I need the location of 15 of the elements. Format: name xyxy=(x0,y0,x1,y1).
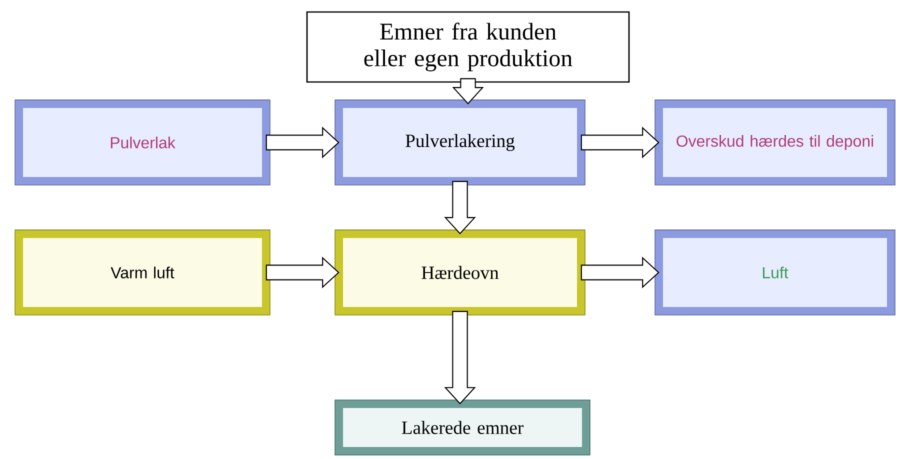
input-box: Varm luft xyxy=(14,230,270,316)
block-arrow xyxy=(580,256,660,288)
source-box: Emner fra kunden eller egen produktion xyxy=(306,11,630,83)
input-box: Pulverlak xyxy=(14,100,270,186)
block-arrow xyxy=(452,78,484,104)
block-arrow xyxy=(266,126,340,158)
block-arrow xyxy=(266,256,340,288)
block-arrow xyxy=(444,310,476,404)
output-box: Overskud hærdes til deponi xyxy=(654,100,896,186)
result-box: Lakerede emner xyxy=(334,400,590,456)
output-box: Luft xyxy=(654,230,896,316)
process-box: Pulverlakering xyxy=(334,100,586,186)
block-arrow xyxy=(444,180,476,234)
process-box: Hærdeovn xyxy=(334,230,586,316)
block-arrow xyxy=(580,126,660,158)
